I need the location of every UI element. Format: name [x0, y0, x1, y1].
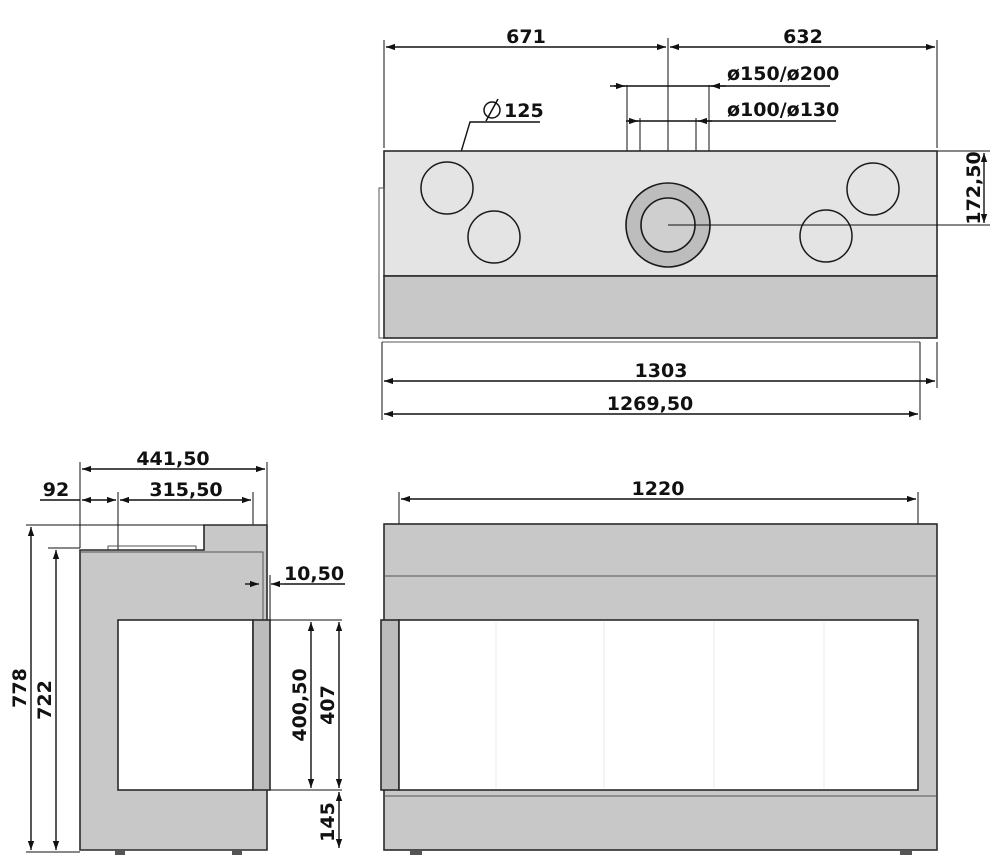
dim-label-172-50: 172,50	[963, 151, 985, 224]
dim-label-778: 778	[9, 668, 31, 708]
side-foot-right	[232, 850, 242, 855]
front-glass-edge	[380, 619, 400, 791]
diameter-symbol-icon	[483, 98, 501, 122]
front-glass	[398, 619, 919, 791]
dim-label-10-50: 10,50	[284, 563, 344, 585]
air-inlet-circle-2	[467, 210, 521, 264]
dim-label-407: 407	[317, 685, 339, 725]
air-inlet-circle-1	[420, 161, 474, 215]
top-view: 671 632 ø150/ø200 ø100/ø130 125	[378, 26, 990, 420]
side-view: 441,50 92 315,50 10,50 400,50 407 14	[9, 448, 345, 855]
dim-label-145: 145	[317, 802, 339, 842]
dim-label-1303: 1303	[635, 360, 688, 382]
top-view-body	[383, 275, 938, 339]
dim-label-632: 632	[783, 26, 823, 48]
dim-label-400-50: 400,50	[289, 668, 311, 741]
air-inlet-circle-3	[846, 162, 900, 216]
front-view: 1220	[380, 478, 938, 855]
top-view-left-tab	[378, 187, 385, 339]
dim-label-671: 671	[506, 26, 546, 48]
dim-label-315-50: 315,50	[149, 479, 222, 501]
dim-label-1220: 1220	[632, 478, 685, 500]
side-foot-left	[115, 850, 125, 855]
front-glass-panel-lines	[495, 622, 825, 788]
dim-label-722: 722	[34, 680, 56, 720]
side-glass-edge	[252, 619, 271, 791]
side-glass	[117, 619, 254, 791]
dim-label-flue-inner: ø100/ø130	[727, 99, 839, 121]
dim-label-flue-outer: ø150/ø200	[727, 63, 839, 85]
dim-label-441-50: 441,50	[136, 448, 209, 470]
side-inner-line	[80, 551, 264, 620]
front-foot-left	[410, 850, 422, 855]
dim-label-1269-50: 1269,50	[607, 393, 694, 415]
air-inlet-circle-4	[799, 209, 853, 263]
dim-label-air-inlet: 125	[504, 100, 544, 122]
dim-label-92: 92	[43, 479, 69, 501]
front-foot-right	[900, 850, 912, 855]
